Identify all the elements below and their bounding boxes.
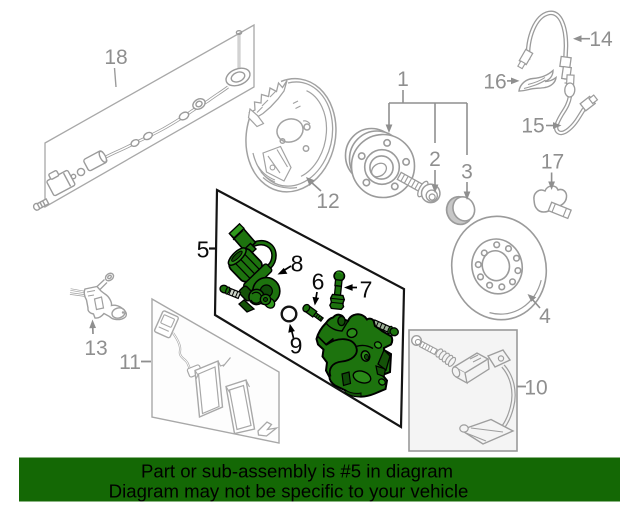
svg-text:5: 5 [197, 237, 210, 263]
svg-text:1: 1 [397, 68, 409, 91]
svg-text:10: 10 [524, 377, 547, 400]
svg-text:3: 3 [461, 161, 473, 184]
svg-text:Diagram may not be specific to: Diagram may not be specific to your vehi… [109, 481, 469, 502]
svg-text:14: 14 [589, 28, 613, 51]
svg-text:2: 2 [429, 148, 441, 171]
svg-text:18: 18 [104, 46, 127, 69]
svg-text:6: 6 [312, 269, 325, 295]
svg-text:9: 9 [290, 333, 303, 359]
svg-text:13: 13 [84, 337, 107, 360]
svg-text:12: 12 [316, 190, 339, 213]
svg-text:8: 8 [291, 251, 304, 277]
svg-text:16: 16 [483, 71, 506, 94]
svg-text:11: 11 [119, 351, 141, 374]
svg-text:Part or sub-assembly is #5 in: Part or sub-assembly is #5 in diagram [141, 461, 453, 482]
svg-text:15: 15 [521, 115, 544, 138]
svg-text:17: 17 [541, 151, 564, 174]
svg-text:7: 7 [360, 277, 373, 303]
svg-text:4: 4 [539, 305, 551, 328]
